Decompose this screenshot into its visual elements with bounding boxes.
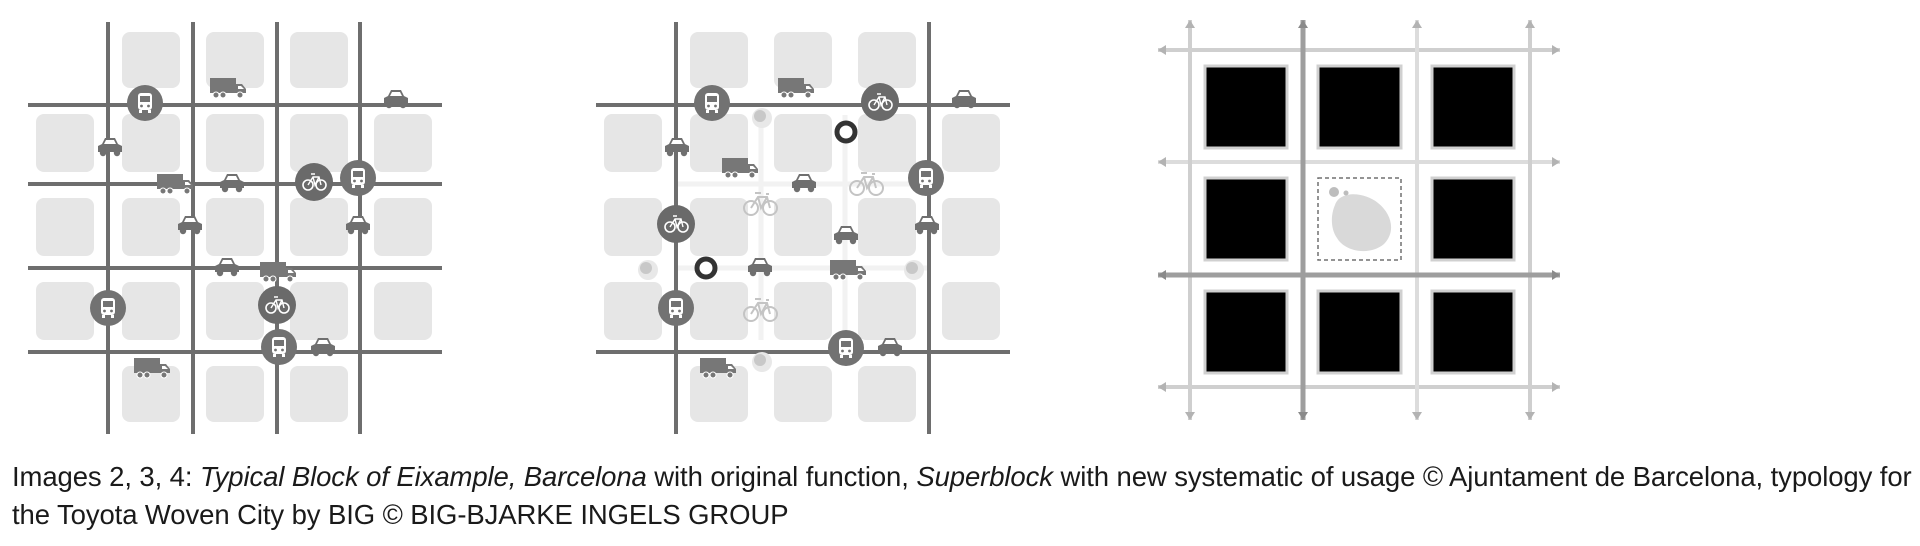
bicycle-icon	[860, 82, 900, 122]
figure-caption: Images 2, 3, 4: Typical Block of Eixampl…	[12, 458, 1912, 534]
car-icon	[220, 174, 244, 193]
street-arrows	[1158, 20, 1560, 420]
woven-city-typology-diagram	[1158, 20, 1560, 420]
arrow-icon	[1412, 20, 1422, 28]
car-icon	[215, 258, 239, 277]
arrow-icon	[1158, 45, 1166, 55]
car-icon	[178, 216, 202, 235]
arrow-icon	[1185, 20, 1195, 28]
arrow-icon	[1525, 20, 1535, 28]
stop-ring-icon	[697, 259, 715, 277]
caption-lead: Images 2, 3, 4:	[12, 461, 200, 492]
arrow-icon	[1412, 412, 1422, 420]
arrow-icon	[1158, 157, 1166, 167]
bicycle-icon	[656, 204, 696, 244]
arrow-icon	[1552, 270, 1560, 280]
central-courtyard	[1317, 177, 1402, 261]
truck-icon	[156, 173, 194, 195]
bicycle-icon	[257, 285, 297, 325]
bus-icon	[828, 330, 864, 366]
eixample-block-diagram	[28, 22, 442, 434]
pedestrian-icon	[752, 352, 772, 372]
tree-icon	[1329, 187, 1339, 197]
bus-icon	[261, 329, 297, 365]
bus-icon	[694, 85, 730, 121]
bus-icon	[908, 160, 944, 196]
pedestrian-icon	[904, 260, 924, 280]
bus-icon	[340, 160, 376, 196]
arrow-icon	[1552, 45, 1560, 55]
caption-superblock-title: Superblock	[916, 461, 1053, 492]
arrow-icon	[1298, 20, 1308, 28]
superblock-diagram	[596, 22, 1010, 434]
truck-icon	[721, 157, 759, 179]
city-blocks	[604, 32, 1000, 422]
pedestrian-icon	[638, 260, 658, 280]
street-grid	[1158, 20, 1560, 420]
building-blocks	[1203, 64, 1516, 375]
stop-ring-icon	[837, 123, 855, 141]
caption-eixample-title: Typical Block of Eixample, Barcelona	[199, 461, 647, 492]
caption-mid-1: with original function,	[646, 461, 917, 492]
arrow-icon	[1298, 412, 1308, 420]
arrow-icon	[1185, 412, 1195, 420]
bicycle-icon	[294, 162, 334, 202]
arrow-icon	[1552, 157, 1560, 167]
truck-icon	[829, 259, 867, 281]
caption-mid-2: with new systematic of usage © Ajuntamen…	[12, 461, 1912, 530]
arrow-icon	[1552, 382, 1560, 392]
bus-icon	[90, 290, 126, 326]
arrow-icon	[1158, 382, 1166, 392]
pedestrian-icon	[752, 108, 772, 128]
arrow-icon	[1525, 412, 1535, 420]
bus-icon	[658, 290, 694, 326]
arrow-icon	[1158, 270, 1166, 280]
city-blocks	[36, 32, 432, 422]
tree-icon	[1343, 190, 1349, 196]
park-area	[1331, 194, 1392, 252]
bus-icon	[127, 85, 163, 121]
car-icon	[792, 174, 816, 193]
